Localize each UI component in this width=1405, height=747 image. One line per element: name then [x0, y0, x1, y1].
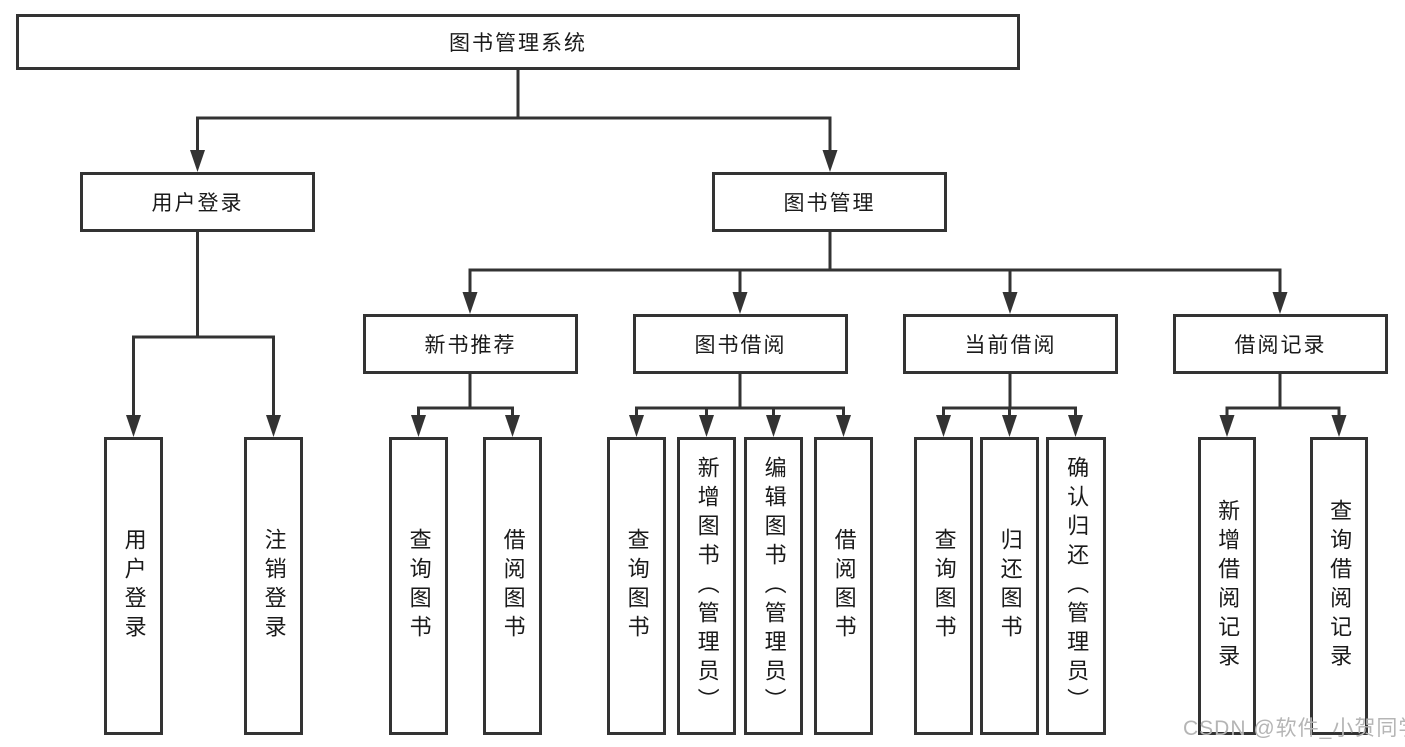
node-book-borrow: 图书借阅 — [633, 314, 848, 374]
leaf-edit-book-admin-label: 编辑图书（管理员） — [761, 455, 787, 717]
connector-current-borrow-to-leaves — [942, 374, 1077, 415]
leaf-return-books-label: 归还图书 — [997, 528, 1023, 644]
leaf-confirm-return-admin: 确认归还（管理员） — [1046, 437, 1106, 735]
node-current-borrow: 当前借阅 — [903, 314, 1118, 374]
node-root-label: 图书管理系统 — [449, 32, 587, 55]
leaf-user-login-label: 用户登录 — [121, 528, 147, 644]
node-user-login: 用户登录 — [80, 172, 315, 232]
leaf-return-books: 归还图书 — [980, 437, 1039, 735]
node-new-book-recommend-label: 新书推荐 — [424, 334, 517, 357]
leaf-borrow-books-label: 借阅图书 — [831, 528, 857, 644]
leaf-query-books-recommend-label: 查询图书 — [406, 528, 432, 644]
leaf-borrow-books-recommend: 借阅图书 — [483, 437, 542, 735]
node-borrow-records: 借阅记录 — [1173, 314, 1388, 374]
leaf-query-borrow-record: 查询借阅记录 — [1310, 437, 1368, 735]
leaf-query-borrow-record-label: 查询借阅记录 — [1327, 499, 1353, 673]
leaf-query-books-borrow: 查询图书 — [607, 437, 666, 735]
leaf-add-book-admin: 新增图书（管理员） — [677, 437, 736, 735]
leaf-confirm-return-admin-label: 确认归还（管理员） — [1064, 455, 1090, 717]
leaf-borrow-books-recommend-label: 借阅图书 — [500, 528, 526, 644]
leaf-user-login: 用户登录 — [104, 437, 163, 735]
connector-book-mgmt-to-level2 — [468, 232, 1282, 292]
node-current-borrow-label: 当前借阅 — [964, 334, 1057, 357]
leaf-query-books-current: 查询图书 — [914, 437, 973, 735]
leaf-query-books-recommend: 查询图书 — [389, 437, 448, 735]
connector-root-to-level1 — [196, 68, 832, 150]
leaf-logout: 注销登录 — [244, 437, 303, 735]
leaf-edit-book-admin: 编辑图书（管理员） — [744, 437, 803, 735]
node-borrow-records-label: 借阅记录 — [1234, 334, 1327, 357]
node-book-management-label: 图书管理 — [783, 192, 876, 215]
leaf-logout-label: 注销登录 — [261, 528, 287, 644]
leaf-add-borrow-record-label: 新增借阅记录 — [1215, 499, 1241, 673]
leaf-query-books-borrow-label: 查询图书 — [624, 528, 650, 644]
connector-book-borrow-to-leaves — [635, 374, 845, 415]
connector-borrow-records-to-leaves — [1225, 374, 1341, 415]
connector-user-login-to-leaves — [132, 232, 275, 415]
leaf-query-books-current-label: 查询图书 — [931, 528, 957, 644]
node-book-borrow-label: 图书借阅 — [694, 334, 787, 357]
leaf-borrow-books: 借阅图书 — [814, 437, 873, 735]
node-root: 图书管理系统 — [16, 14, 1020, 70]
node-user-login-label: 用户登录 — [151, 192, 244, 215]
connector-new-book-to-leaves — [417, 374, 514, 415]
leaf-add-borrow-record: 新增借阅记录 — [1198, 437, 1256, 735]
arrowheads — [126, 150, 1347, 437]
node-book-management: 图书管理 — [712, 172, 947, 232]
leaf-add-book-admin-label: 新增图书（管理员） — [694, 455, 720, 717]
csdn-watermark: CSDN @软件_小贺同学 — [1183, 717, 1405, 740]
node-new-book-recommend: 新书推荐 — [363, 314, 578, 374]
